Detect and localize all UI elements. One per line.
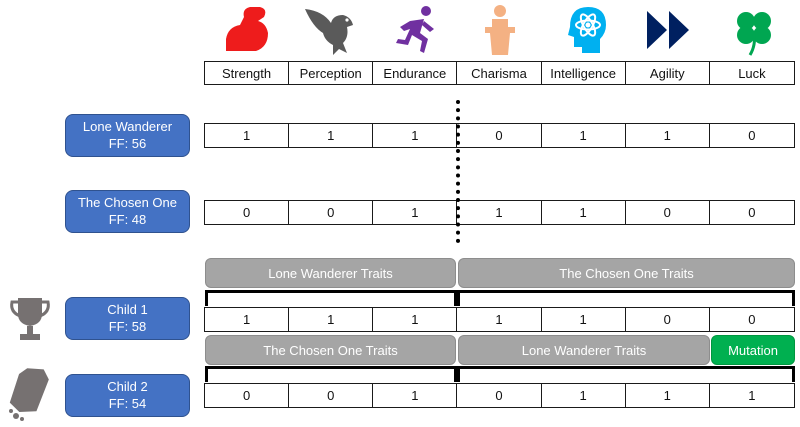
stat-value: 1 [373, 308, 458, 331]
child-ff: FF: 54 [108, 396, 147, 411]
stat-value: 1 [289, 308, 374, 331]
stat-value: 1 [626, 124, 710, 147]
stat-value: 1 [542, 384, 626, 407]
parent-ff: FF: 48 [108, 212, 147, 227]
trait-bracket [205, 290, 457, 306]
mutation-block: Mutation [711, 335, 795, 365]
trophy-icon [8, 294, 52, 344]
stat-value: 0 [289, 384, 374, 407]
stat-label: Strength [205, 62, 290, 84]
stat-label: Intelligence [542, 62, 626, 84]
parent-2-stats-row: 0 0 1 1 1 0 0 [204, 200, 795, 225]
parent-the-chosen-one: The Chosen One FF: 48 [65, 190, 190, 233]
atom-head-icon [560, 3, 614, 57]
stat-label: Charisma [457, 62, 542, 84]
trait-block: The Chosen One Traits [458, 258, 795, 288]
crossover-point-line [456, 100, 460, 243]
stat-value: 1 [748, 388, 756, 403]
parent-ff: FF: 56 [108, 136, 147, 151]
stat-value: 0 [457, 384, 542, 407]
trait-bracket [457, 366, 795, 382]
stat-value: 1 [205, 308, 290, 331]
stat-value: 1 [205, 124, 290, 147]
trait-bracket [457, 290, 795, 306]
stat-value: 0 [748, 128, 756, 143]
child-1-badge: Child 1 FF: 58 [65, 297, 190, 340]
stat-value: 1 [373, 124, 458, 147]
fast-forward-icon [643, 3, 697, 57]
parent-1-stats-row: 1 1 1 0 1 1 0 [204, 123, 795, 148]
child-name: Child 1 [107, 302, 148, 317]
child-2-stats-row: 0 0 1 0 1 1 1 [204, 383, 795, 408]
stat-value: 0 [748, 312, 756, 327]
stat-value: 0 [205, 201, 290, 224]
stat-value: 0 [205, 384, 290, 407]
stat-value: 0 [626, 308, 710, 331]
stat-value: 1 [289, 124, 374, 147]
clover-icon [728, 3, 782, 57]
stat-value: 1 [542, 124, 626, 147]
stat-value: 1 [457, 308, 542, 331]
trait-block: Lone Wanderer Traits [458, 335, 710, 365]
stat-value: 1 [542, 308, 626, 331]
parent-name: Lone Wanderer [82, 119, 173, 134]
eagle-icon [303, 3, 357, 57]
stat-value: 1 [373, 384, 458, 407]
parent-name: The Chosen One [77, 195, 177, 210]
speaker-podium-icon [473, 3, 527, 57]
stat-value: 1 [457, 201, 542, 224]
flexed-arm-icon [220, 3, 274, 57]
stat-value: 0 [626, 201, 710, 224]
trait-block: The Chosen One Traits [205, 335, 456, 365]
stat-label: Endurance [373, 62, 458, 84]
child-2-badge: Child 2 FF: 54 [65, 374, 190, 417]
stat-value: 0 [748, 205, 756, 220]
stat-value: 1 [542, 201, 626, 224]
stat-header-row: Strength Perception Endurance Charisma I… [204, 61, 795, 85]
tombstone-icon [6, 364, 52, 422]
stat-label: Perception [289, 62, 374, 84]
trait-block: Lone Wanderer Traits [205, 258, 456, 288]
stat-value: 1 [373, 201, 458, 224]
stat-value: 0 [289, 201, 374, 224]
child-name: Child 2 [107, 379, 148, 394]
running-person-icon [390, 3, 444, 57]
parent-lone-wanderer: Lone Wanderer FF: 56 [65, 114, 190, 157]
trait-bracket [205, 366, 457, 382]
stat-value: 0 [457, 124, 542, 147]
child-ff: FF: 58 [108, 319, 147, 334]
stat-label: Luck [738, 65, 766, 81]
stat-label: Agility [626, 62, 710, 84]
stat-value: 1 [626, 384, 710, 407]
child-1-stats-row: 1 1 1 1 1 0 0 [204, 307, 795, 332]
